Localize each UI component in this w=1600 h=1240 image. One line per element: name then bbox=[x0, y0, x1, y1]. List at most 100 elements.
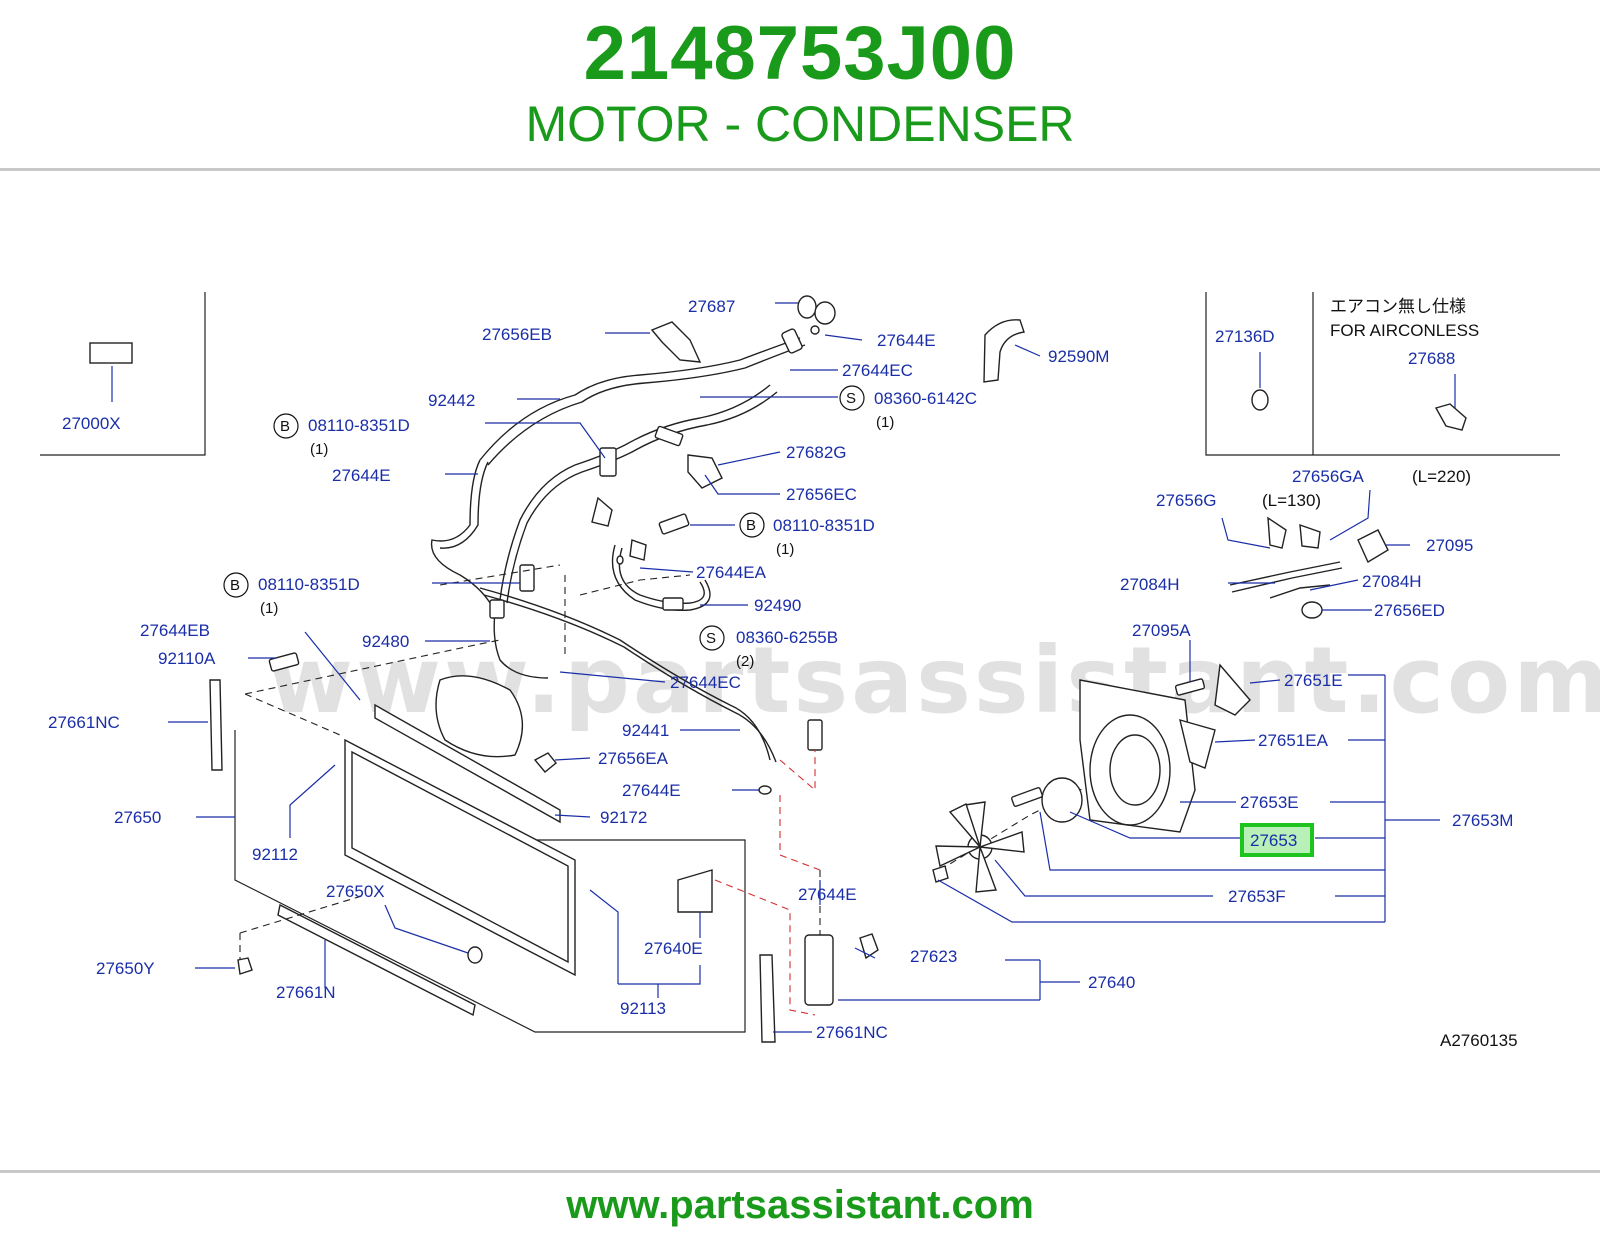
label-27644eb[interactable]: 27644EB bbox=[140, 621, 210, 640]
o-ring-part bbox=[814, 301, 836, 325]
label-92590m[interactable]: 92590M bbox=[1048, 347, 1109, 366]
leader-lines bbox=[168, 302, 1440, 1033]
bracket-27682g-part bbox=[687, 454, 723, 489]
receiver-drier-27640-part bbox=[804, 934, 834, 1006]
svg-text:B: B bbox=[746, 517, 756, 534]
fan-blade-part bbox=[979, 831, 1025, 853]
label-27653e[interactable]: 27653E bbox=[1240, 793, 1299, 812]
fan-blade-part bbox=[975, 846, 997, 893]
clip-27656ed-part bbox=[1301, 601, 1323, 619]
svg-text:S: S bbox=[706, 630, 716, 647]
label-27653f[interactable]: 27653F bbox=[1228, 887, 1286, 906]
label-92480[interactable]: 92480 bbox=[362, 632, 409, 651]
length-220: (L=220) bbox=[1412, 467, 1471, 486]
rubber-mount-part bbox=[467, 946, 483, 964]
bolt-part bbox=[519, 564, 535, 592]
label-27644e[interactable]: 27644E bbox=[622, 781, 681, 800]
seal-27661n-part bbox=[277, 903, 476, 1017]
label-27651ea[interactable]: 27651EA bbox=[1258, 731, 1329, 750]
label-27084h[interactable]: 27084H bbox=[1362, 572, 1422, 591]
label-27653-highlighted[interactable]: 27653 bbox=[1250, 831, 1297, 850]
label-92442[interactable]: 92442 bbox=[428, 391, 475, 410]
clip-part bbox=[629, 539, 647, 561]
label-27656ga[interactable]: 27656GA bbox=[1292, 467, 1364, 486]
label-92113[interactable]: 92113 bbox=[620, 999, 666, 1018]
label-27644e[interactable]: 27644E bbox=[877, 331, 936, 350]
label-27136d[interactable]: 27136D bbox=[1215, 327, 1275, 346]
label-27656ec[interactable]: 27656EC bbox=[786, 485, 857, 504]
label-27000x[interactable]: 27000X bbox=[62, 414, 121, 433]
part-labels: 27687 27656EB 27644E 92590M 27644EC 9244… bbox=[48, 297, 1518, 1050]
label-08110-8351d[interactable]: 08110-8351D bbox=[258, 575, 360, 594]
label-27656g[interactable]: 27656G bbox=[1156, 491, 1217, 510]
clip-part bbox=[650, 321, 702, 363]
label-27653m[interactable]: 27653M bbox=[1452, 811, 1513, 830]
label-27644ec[interactable]: 27644EC bbox=[670, 673, 741, 692]
hose-92590m-part bbox=[983, 319, 1025, 383]
label-27623[interactable]: 27623 bbox=[910, 947, 957, 966]
label-92490[interactable]: 92490 bbox=[754, 596, 801, 615]
label-27682g[interactable]: 27682G bbox=[786, 443, 847, 462]
label-92112[interactable]: 92112 bbox=[252, 845, 298, 864]
label-27640[interactable]: 27640 bbox=[1088, 973, 1135, 992]
label-27661nc[interactable]: 27661NC bbox=[48, 713, 120, 732]
bracket-27651ea-part bbox=[1179, 718, 1216, 769]
hose-92480-part bbox=[435, 675, 524, 758]
fitting-part bbox=[489, 599, 505, 619]
part-number: 2148753J00 bbox=[583, 11, 1017, 96]
parts-diagram: www.partsassistant.com 27000X 27136D エアコ… bbox=[40, 292, 1600, 1050]
motor-27653-part bbox=[1041, 777, 1083, 823]
label-27644e[interactable]: 27644E bbox=[798, 885, 857, 904]
label-27644e[interactable]: 27644E bbox=[332, 466, 391, 485]
label-08360-6142c[interactable]: 08360-6142C bbox=[874, 389, 977, 408]
clamp-27656ga-part bbox=[1299, 523, 1321, 549]
fan-assembly bbox=[932, 663, 1251, 893]
label-27095[interactable]: 27095 bbox=[1426, 536, 1473, 555]
clip-27656ea-part bbox=[533, 752, 557, 773]
label-92110a[interactable]: 92110A bbox=[158, 649, 216, 668]
fitting-part bbox=[662, 597, 684, 611]
label-27644ea[interactable]: 27644EA bbox=[696, 563, 767, 582]
qty-08360-6142c: (1) bbox=[876, 414, 894, 431]
svg-text:B: B bbox=[230, 577, 240, 594]
footer-url[interactable]: www.partsassistant.com bbox=[566, 1183, 1034, 1227]
label-27661nc[interactable]: 27661NC bbox=[816, 1023, 888, 1042]
wiring-harness bbox=[1229, 516, 1389, 619]
highlight-box-27653 bbox=[1240, 823, 1314, 857]
label-08110-8351d[interactable]: 08110-8351D bbox=[308, 416, 410, 435]
label-27640e[interactable]: 27640E bbox=[644, 939, 703, 958]
label-27084h[interactable]: 27084H bbox=[1120, 575, 1180, 594]
marker-s-2: S bbox=[699, 625, 725, 651]
fan-blade-part bbox=[935, 845, 981, 868]
label-27656ed[interactable]: 27656ED bbox=[1374, 601, 1445, 620]
length-130: (L=130) bbox=[1262, 491, 1321, 510]
label-27656eb[interactable]: 27656EB bbox=[482, 325, 552, 344]
label-27661n[interactable]: 27661N bbox=[276, 983, 336, 1002]
seal-27661nc-part bbox=[209, 679, 223, 771]
marker-b-2: B bbox=[739, 512, 765, 538]
label-27650y[interactable]: 27650Y bbox=[96, 959, 155, 978]
label-92172[interactable]: 92172 bbox=[600, 808, 647, 827]
condenser-core-part bbox=[344, 738, 576, 977]
label-27656ea[interactable]: 27656EA bbox=[598, 749, 669, 768]
label-27095a[interactable]: 27095A bbox=[1132, 621, 1191, 640]
bracket-27640e-part bbox=[677, 869, 713, 913]
clip-27650y-part bbox=[237, 957, 253, 975]
label-92441[interactable]: 92441 bbox=[622, 721, 669, 740]
label-08360-6255b[interactable]: 08360-6255B bbox=[736, 628, 838, 647]
page-header: 2148753J00 MOTOR - CONDENSER bbox=[0, 0, 1600, 170]
airconless-note-en: FOR AIRCONLESS bbox=[1330, 321, 1479, 340]
label-27650[interactable]: 27650 bbox=[114, 808, 161, 827]
fitting-part bbox=[781, 328, 803, 354]
label-27688[interactable]: 27688 bbox=[1408, 349, 1455, 368]
label-27687[interactable]: 27687 bbox=[688, 297, 735, 316]
label-08110-8351d[interactable]: 08110-8351D bbox=[773, 516, 875, 535]
qty-08110-8351d: (1) bbox=[776, 541, 794, 558]
label-27644ec[interactable]: 27644EC bbox=[842, 361, 913, 380]
label-27651e[interactable]: 27651E bbox=[1284, 671, 1343, 690]
seal-27661nc-part bbox=[759, 954, 776, 1043]
bolt-part bbox=[807, 719, 823, 751]
seal-92172-part bbox=[374, 703, 561, 824]
qty-08110-8351d: (1) bbox=[310, 441, 328, 458]
label-27650x[interactable]: 27650X bbox=[326, 882, 385, 901]
